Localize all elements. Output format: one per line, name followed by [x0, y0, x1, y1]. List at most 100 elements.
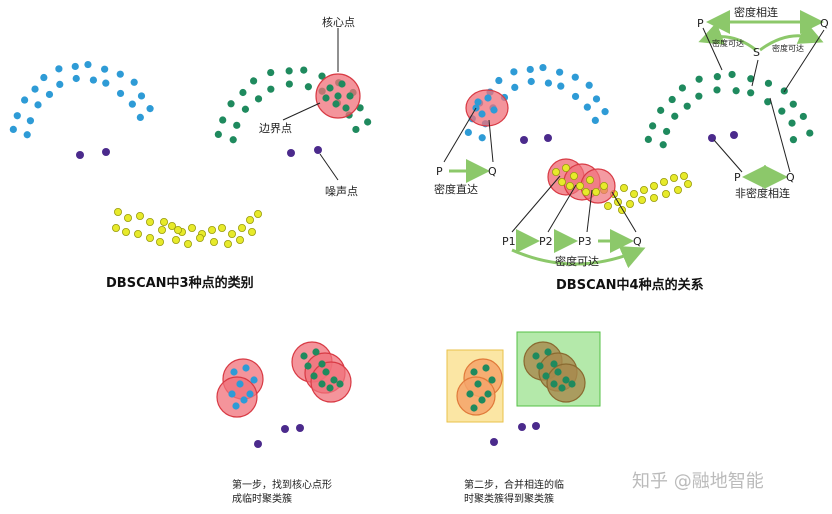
step-one-caption-line1: 第一步，找到核心点形 — [232, 478, 332, 491]
data-point — [657, 106, 665, 114]
data-point — [488, 376, 496, 384]
data-point — [474, 380, 482, 388]
data-point — [146, 105, 154, 113]
non-connected-q-leader — [769, 97, 791, 173]
data-point — [128, 100, 136, 108]
data-point — [318, 72, 326, 80]
data-point — [478, 396, 486, 404]
reach-p2-label: P2 — [539, 235, 553, 248]
data-point — [171, 235, 180, 244]
green-cluster — [644, 70, 814, 149]
data-point — [695, 92, 703, 100]
data-point — [246, 390, 254, 398]
data-point — [554, 368, 562, 376]
data-point — [674, 185, 683, 194]
data-point — [482, 364, 490, 372]
data-point — [227, 229, 236, 238]
reach-q-label: Q — [633, 235, 642, 248]
data-point — [310, 372, 318, 380]
data-point — [112, 223, 121, 232]
data-point — [84, 60, 92, 69]
green-cluster — [214, 66, 372, 144]
data-point — [223, 239, 232, 248]
data-point — [332, 100, 340, 108]
data-point — [155, 237, 164, 246]
data-point — [662, 189, 671, 198]
data-point — [250, 77, 258, 85]
reach-p3-label: P3 — [578, 235, 592, 248]
connected-left-caption: 密度可达 — [712, 38, 744, 48]
data-point — [114, 207, 123, 216]
data-point — [601, 108, 609, 116]
connected-p-leader — [702, 27, 723, 71]
data-point — [159, 217, 168, 226]
blue-cluster — [9, 60, 154, 139]
data-point — [137, 92, 146, 100]
reach-neighborhood-p3 — [580, 168, 616, 204]
data-point — [23, 131, 31, 139]
data-point — [562, 163, 571, 172]
direct-caption: 密度直达 — [434, 182, 478, 196]
data-point — [558, 177, 567, 186]
merged-circle — [456, 376, 496, 416]
data-point — [217, 223, 226, 232]
data-point — [713, 86, 721, 94]
data-point — [253, 209, 262, 218]
data-point — [552, 167, 561, 176]
data-point — [356, 104, 364, 112]
data-point — [650, 193, 659, 202]
data-point — [167, 221, 176, 230]
connected-q-label: Q — [820, 17, 829, 30]
data-point — [173, 225, 182, 234]
non-connected-q-label: Q — [786, 171, 795, 184]
reach-neighborhood-points — [552, 163, 609, 196]
reach-p1-label: P1 — [502, 235, 516, 248]
data-point — [227, 100, 235, 108]
data-point — [304, 83, 312, 91]
data-point — [250, 376, 258, 384]
data-point — [466, 390, 474, 398]
data-point — [576, 181, 585, 190]
data-point — [728, 70, 736, 79]
data-point — [630, 189, 639, 198]
data-point — [592, 95, 601, 103]
non-connected-p-leader — [713, 139, 743, 173]
data-point — [13, 112, 21, 120]
data-point — [55, 65, 63, 73]
yellow-cluster — [112, 207, 262, 248]
data-point — [789, 100, 797, 108]
data-point — [713, 73, 721, 81]
data-point — [116, 70, 124, 78]
data-point — [209, 237, 218, 246]
data-point — [245, 215, 254, 224]
data-point — [101, 65, 109, 73]
data-point — [233, 121, 241, 129]
noise-point — [254, 440, 262, 448]
data-point — [247, 227, 256, 236]
connected-s-label: S — [753, 46, 760, 59]
data-point — [558, 384, 566, 392]
data-point — [566, 181, 575, 190]
data-point — [532, 352, 540, 360]
data-point — [318, 360, 326, 368]
data-point — [102, 79, 110, 87]
data-point — [640, 185, 649, 194]
data-point — [45, 90, 54, 99]
data-point — [789, 136, 798, 144]
data-point — [9, 125, 17, 134]
data-point — [300, 66, 308, 74]
data-point — [136, 113, 144, 122]
data-point — [470, 404, 478, 412]
data-point — [650, 181, 659, 190]
data-point — [267, 85, 275, 93]
noise-point — [287, 149, 295, 157]
border-label-leader — [282, 102, 321, 121]
data-point — [662, 127, 671, 136]
data-point — [526, 65, 534, 74]
data-point — [582, 187, 591, 196]
reach-p1-leader — [511, 175, 561, 233]
data-point — [21, 96, 29, 104]
data-point — [527, 77, 535, 86]
noise-point — [281, 425, 289, 433]
direct-p-label: P — [436, 165, 443, 178]
